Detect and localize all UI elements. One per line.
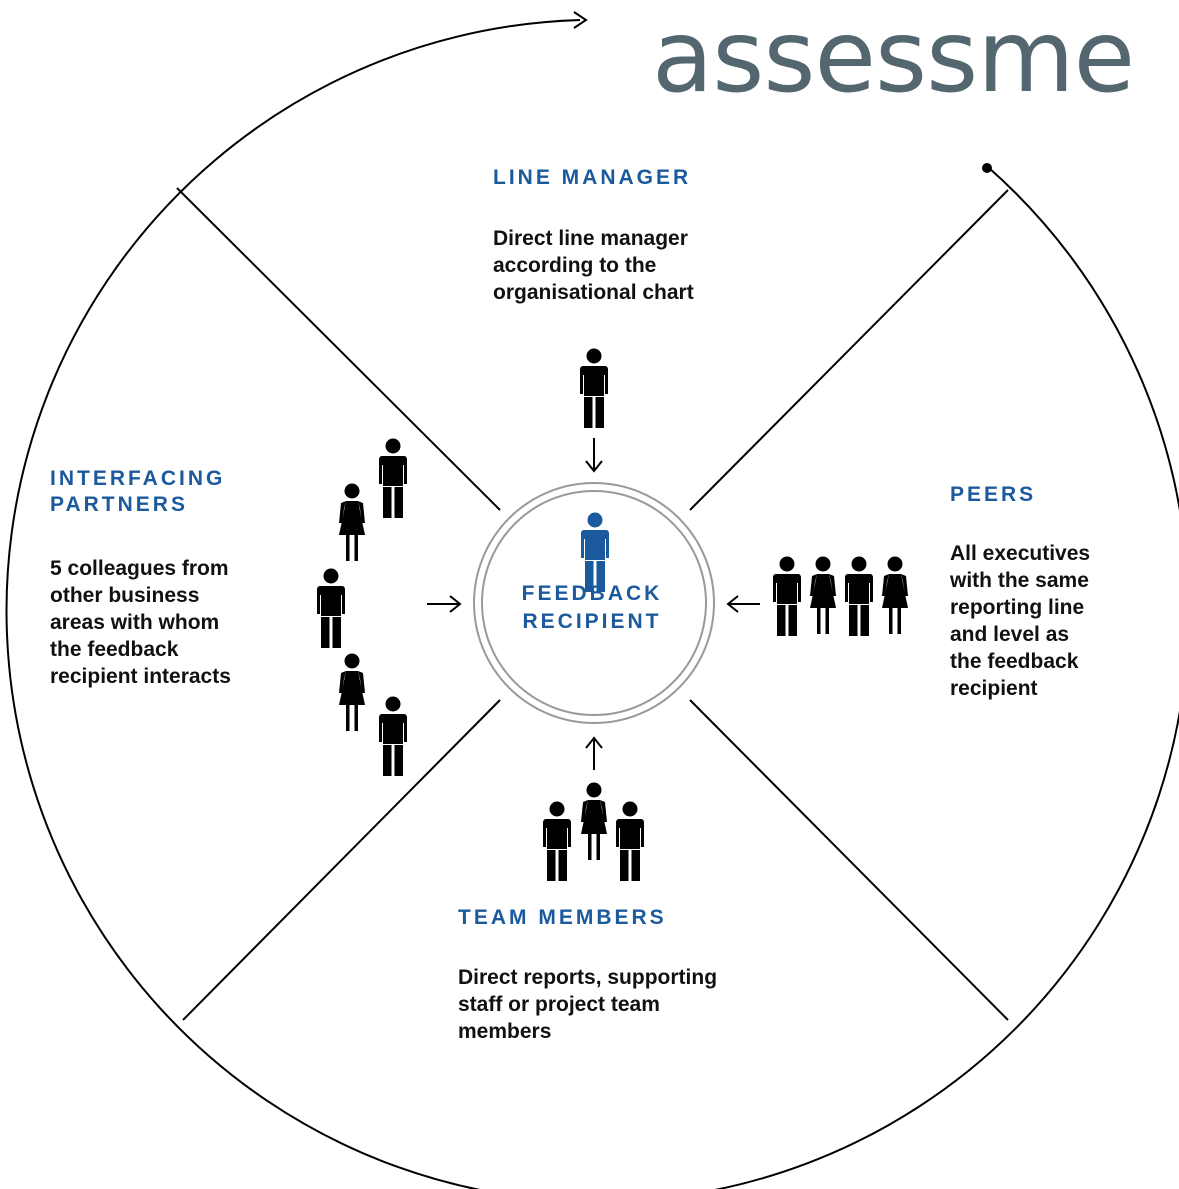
divider-top-left xyxy=(176,187,501,511)
arrow-down-icon xyxy=(585,438,603,473)
peers-title: PEERS xyxy=(950,483,1037,506)
outer-circle xyxy=(5,19,1179,1189)
arc-start-dot xyxy=(982,163,992,173)
person-female-icon xyxy=(882,556,908,634)
divider-bottom-right xyxy=(689,699,1009,1021)
team-members-desc: Direct reports, supporting staff or proj… xyxy=(458,964,717,1045)
desc-line: other business xyxy=(50,584,200,607)
divider-top-right xyxy=(689,189,1009,511)
desc-line: areas with whom xyxy=(50,611,220,634)
center-label: FEEDBACK RECIPIENT xyxy=(480,580,704,636)
arrow-right-icon xyxy=(573,11,588,29)
arrow-right-icon xyxy=(427,595,462,613)
desc-line: organisational chart xyxy=(493,281,694,304)
center-label-line2: RECIPIENT xyxy=(522,610,662,633)
desc-line: with the same xyxy=(950,569,1089,592)
arrow-up-icon xyxy=(585,736,603,770)
person-female-icon xyxy=(339,483,365,561)
line-manager-title: LINE MANAGER xyxy=(493,166,692,189)
interfacing-partners-desc: 5 colleagues from other business areas w… xyxy=(50,555,231,690)
title-line: INTERFACING xyxy=(50,467,226,490)
desc-line: the feedback xyxy=(50,638,179,661)
person-male-icon xyxy=(845,556,873,636)
desc-line: 5 colleagues from xyxy=(50,557,229,580)
desc-line: Direct line manager xyxy=(493,227,688,250)
desc-line: members xyxy=(458,1020,552,1043)
interfacing-partners-title: INTERFACING PARTNERS xyxy=(50,466,225,518)
desc-line: the feedback xyxy=(950,650,1079,673)
person-male-icon xyxy=(379,696,407,776)
team-members-title: TEAM MEMBERS xyxy=(458,906,667,929)
desc-line: reporting line xyxy=(950,596,1085,619)
person-female-icon xyxy=(581,782,607,860)
person-male-icon xyxy=(379,438,407,518)
person-male-icon xyxy=(543,801,571,881)
desc-line: and level as xyxy=(950,623,1070,646)
center-label-line1: FEEDBACK xyxy=(521,582,663,605)
brand-logo-text: assessme xyxy=(652,2,1135,112)
desc-line: according to the xyxy=(493,254,657,277)
desc-line: Direct reports, supporting xyxy=(458,966,718,989)
desc-line: recipient xyxy=(950,677,1038,700)
desc-line: All executives xyxy=(950,542,1091,565)
center-outer-ring xyxy=(473,482,715,724)
arrow-left-icon xyxy=(726,595,760,613)
desc-line: recipient interacts xyxy=(50,665,231,688)
center-inner-ring xyxy=(481,490,707,716)
person-male-icon xyxy=(616,801,644,881)
person-male-icon xyxy=(773,556,801,636)
divider-bottom-left xyxy=(182,699,501,1021)
person-female-icon xyxy=(339,653,365,731)
line-manager-desc: Direct line manager according to the org… xyxy=(493,225,694,306)
person-male-icon xyxy=(580,348,608,428)
person-female-icon xyxy=(810,556,836,634)
peers-desc: All executives with the same reporting l… xyxy=(950,540,1090,702)
desc-line: staff or project team xyxy=(458,993,660,1016)
title-line: PARTNERS xyxy=(50,493,188,516)
person-male-icon xyxy=(317,568,345,648)
